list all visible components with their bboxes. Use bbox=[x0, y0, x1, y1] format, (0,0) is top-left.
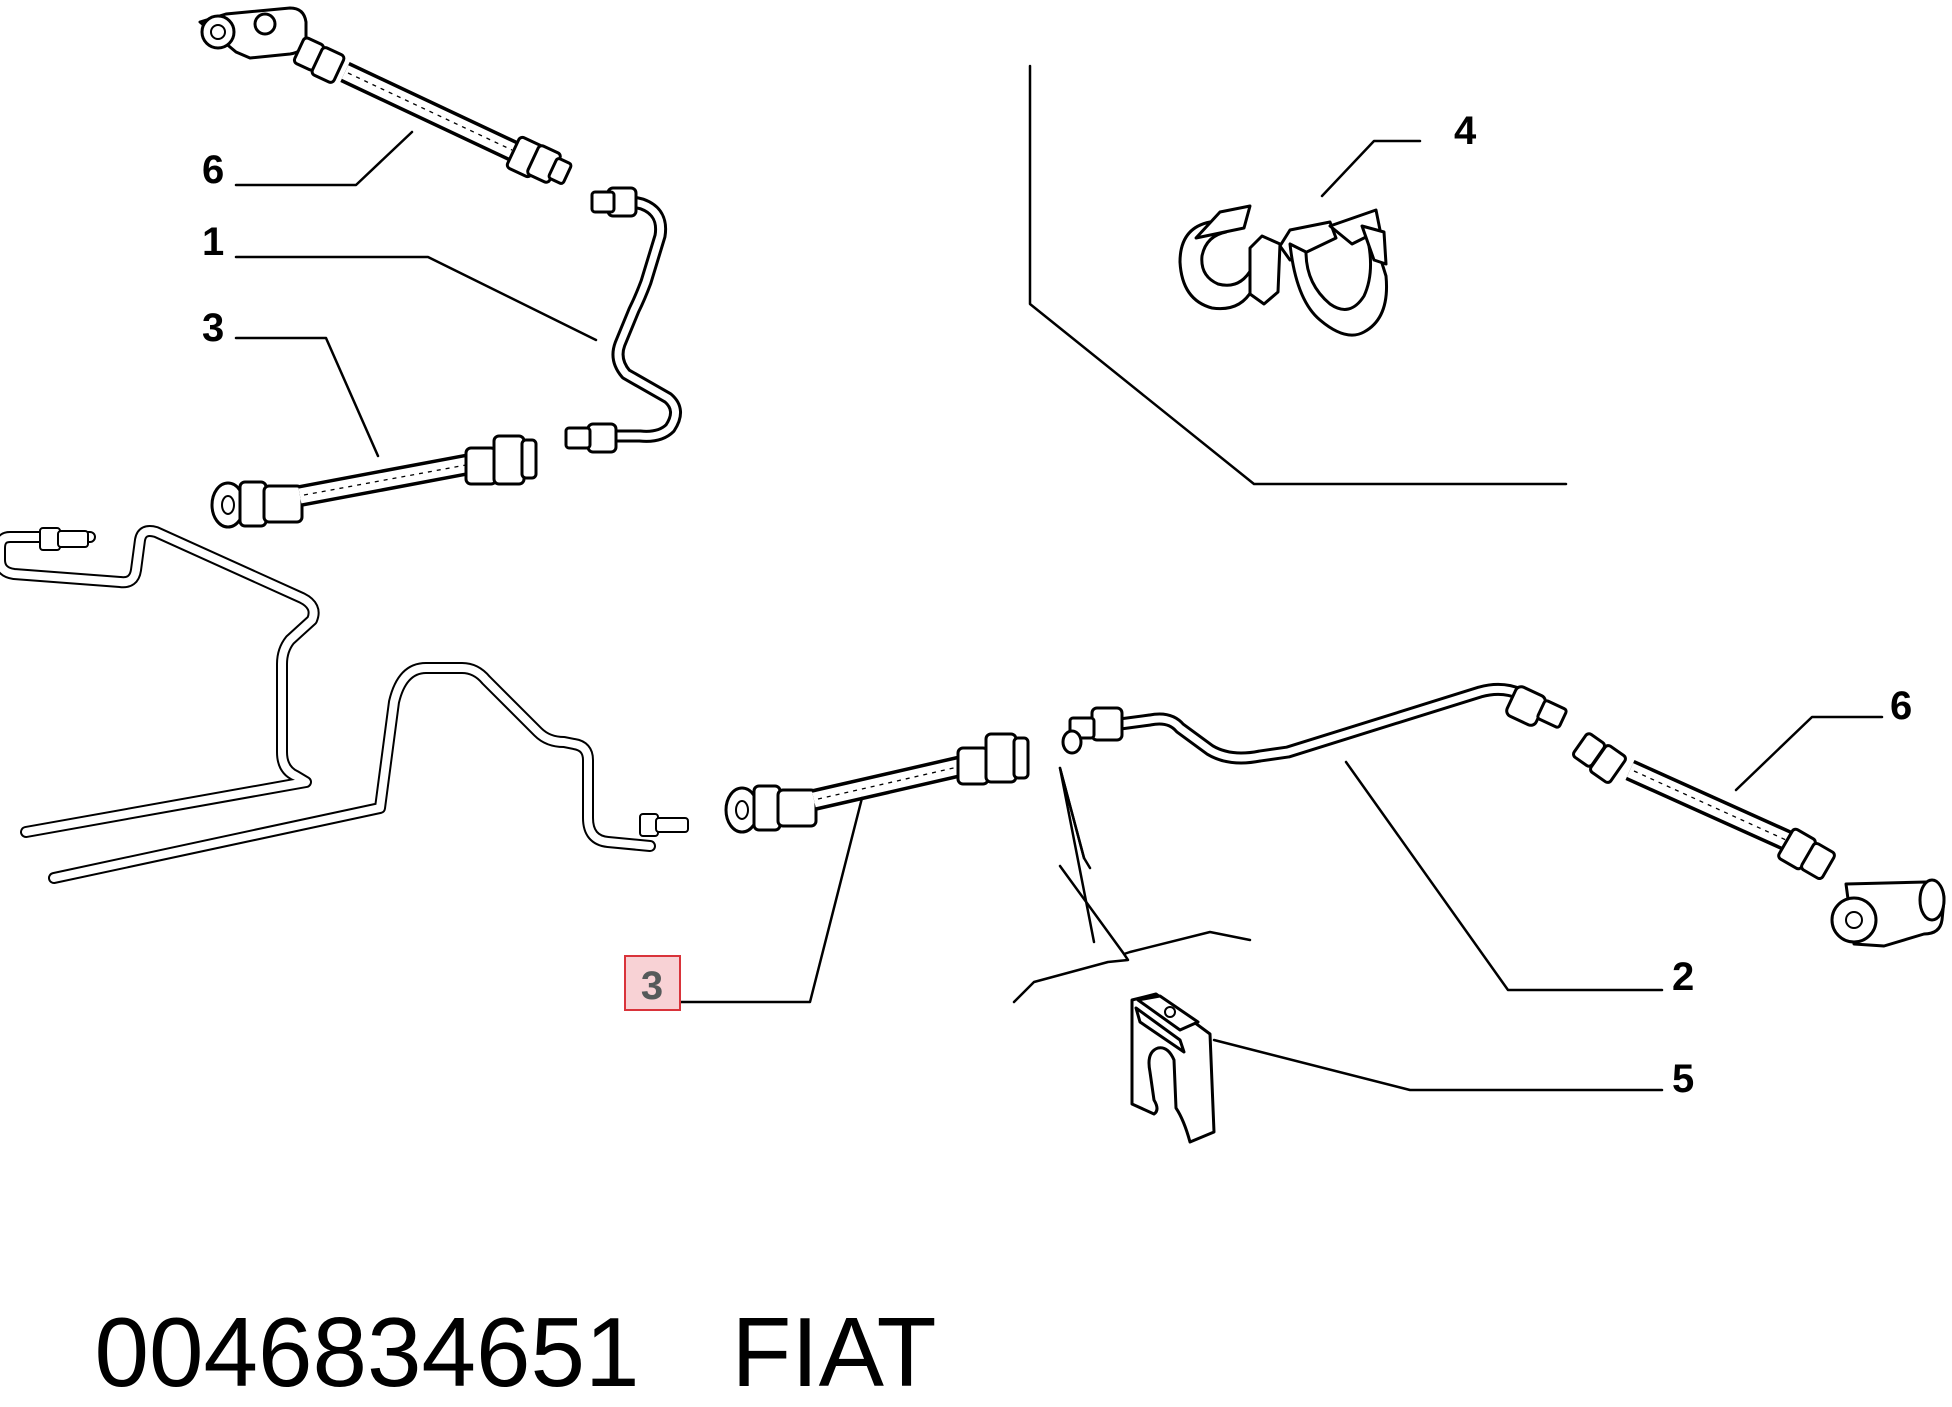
highlight-callout-3[interactable]: 3 bbox=[624, 955, 681, 1011]
background-brake-lines bbox=[0, 525, 689, 884]
brake-hose-parts-diagram: 6 1 3 4 6 3 2 5 bbox=[0, 6, 1946, 1144]
callout-2: 2 bbox=[1672, 955, 1694, 999]
brake-hose-right bbox=[1572, 732, 1946, 948]
brake-hose-upper-middle bbox=[210, 434, 538, 529]
part-caption: 0046834651 FIAT bbox=[40, 1205, 937, 1407]
callout-3-highlight: 3 bbox=[641, 964, 663, 1008]
rigid-brake-pipe-1 bbox=[564, 186, 682, 454]
callout-6-top: 6 bbox=[202, 148, 224, 192]
leader-lines bbox=[234, 130, 1884, 1092]
brake-hose-lower-middle bbox=[724, 732, 1030, 834]
callout-3-top: 3 bbox=[202, 306, 224, 350]
pipe-clip-4 bbox=[1178, 204, 1389, 337]
brake-hose-upper-left bbox=[198, 6, 573, 185]
rigid-brake-pipe-2 bbox=[1061, 682, 1568, 765]
inset-frame-lines bbox=[1012, 64, 1568, 1004]
pipe-clip-5 bbox=[1130, 992, 1216, 1144]
brand-name: FIAT bbox=[731, 1297, 937, 1407]
part-number: 0046834651 bbox=[94, 1297, 640, 1407]
callout-5: 5 bbox=[1672, 1057, 1694, 1101]
callout-4: 4 bbox=[1454, 109, 1477, 153]
callout-1: 1 bbox=[202, 220, 224, 264]
callout-6-right: 6 bbox=[1890, 684, 1912, 728]
